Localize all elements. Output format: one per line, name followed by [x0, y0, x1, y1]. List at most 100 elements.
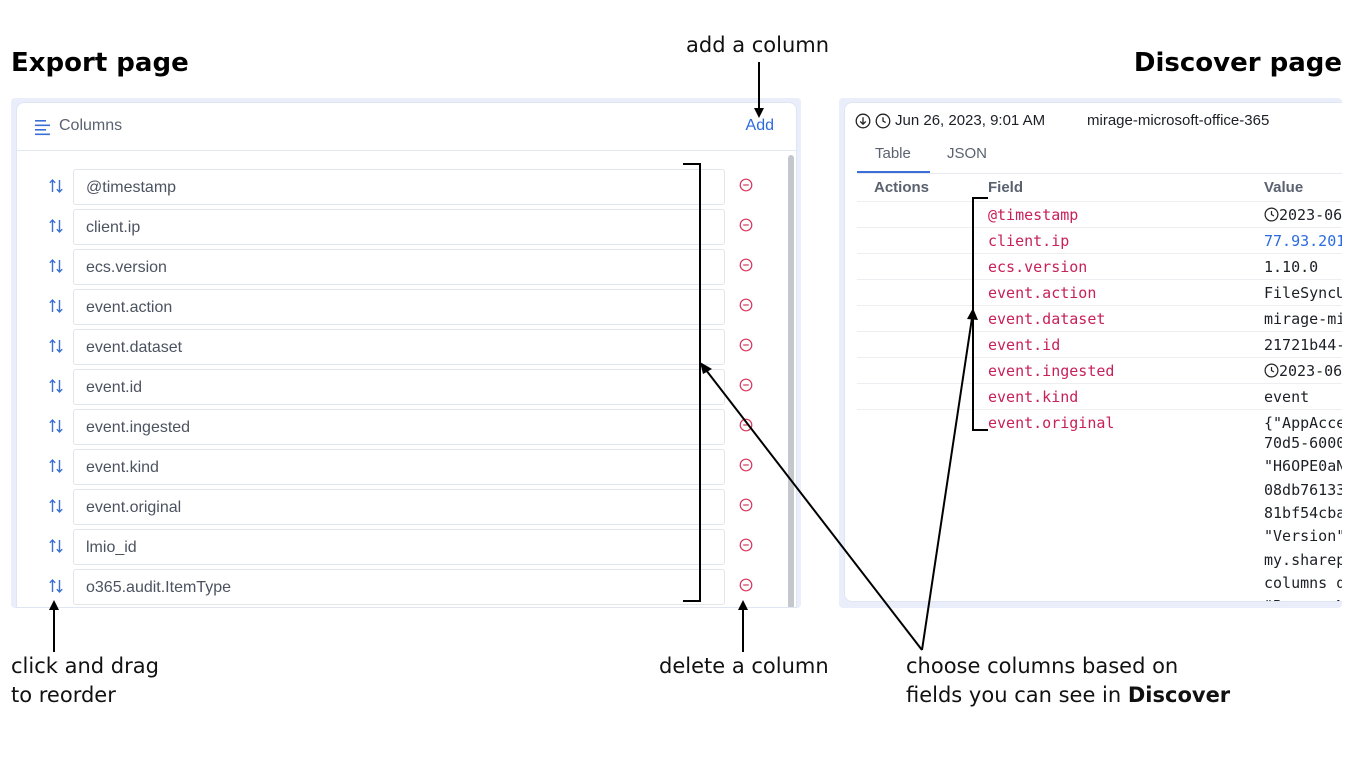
column-name: event.kind — [86, 459, 159, 476]
sort-arrows-icon[interactable] — [47, 377, 65, 395]
sort-arrows-icon[interactable] — [47, 457, 65, 475]
column-name-field[interactable]: event.kind — [73, 449, 725, 485]
field-name: event.dataset — [988, 310, 1106, 328]
scrollbar[interactable] — [787, 155, 795, 607]
sort-arrows-icon[interactable] — [47, 257, 65, 275]
original-value-line: "BrowserN — [1264, 595, 1342, 601]
tab-json[interactable]: JSON — [947, 145, 988, 162]
original-value-line: "H6OPE0aN — [1264, 457, 1342, 476]
document-source: mirage-microsoft-office-365 — [1087, 112, 1270, 129]
minus-circle-icon[interactable] — [739, 218, 753, 232]
field-value-text: 2023-06 — [1279, 206, 1342, 224]
choose-annotation-line2: fields you can see in Discover — [906, 681, 1230, 710]
field-value: 2023-06 — [1264, 362, 1342, 380]
header-value: Value — [1264, 179, 1304, 196]
reorder-annotation: click and drag to reorder — [11, 652, 159, 710]
minus-circle-icon[interactable] — [739, 538, 753, 552]
column-name: lmio_id — [86, 539, 137, 556]
tab-table[interactable]: Table — [875, 145, 911, 162]
field-value: FileSyncU — [1264, 284, 1342, 302]
column-row: event.kind — [17, 449, 777, 487]
column-name-field[interactable]: o365.audit.ItemType — [73, 569, 725, 605]
clock-icon — [1264, 207, 1279, 222]
sort-arrows-icon[interactable] — [47, 297, 65, 315]
field-value: 1.10.0 — [1264, 258, 1319, 276]
field-value: {"AppAcce — [1264, 414, 1342, 432]
expand-down-icon[interactable] — [855, 113, 871, 129]
field-name: client.ip — [988, 232, 1070, 250]
minus-circle-icon[interactable] — [739, 298, 753, 312]
original-value-line: columns d — [1264, 573, 1342, 592]
sort-arrows-icon[interactable] — [47, 537, 65, 555]
field-value[interactable]: 77.93.201 — [1264, 232, 1342, 250]
add-column-annotation: add a column — [686, 33, 830, 57]
field-row: event.dataset mirage-mi — [857, 305, 1342, 331]
column-name: event.ingested — [86, 419, 191, 436]
original-value-line: "Version" — [1264, 527, 1342, 546]
column-row: o365.audit.ItemType — [17, 569, 777, 607]
active-tab-indicator — [857, 171, 930, 173]
minus-circle-icon[interactable] — [739, 178, 753, 192]
column-name: event.action — [86, 299, 173, 316]
original-value-line: 81bf54cba — [1264, 503, 1342, 522]
column-row: event.original — [17, 489, 777, 527]
minus-circle-icon[interactable] — [739, 498, 753, 512]
document-card: Jun 26, 2023, 9:01 AM mirage-microsoft-o… — [844, 102, 1342, 602]
column-name-field[interactable]: lmio_id — [73, 529, 725, 565]
field-name: event.original — [988, 414, 1115, 432]
column-name-field[interactable]: event.id — [73, 369, 725, 405]
column-row: event.dataset — [17, 329, 777, 367]
column-name-field[interactable]: event.original — [73, 489, 725, 525]
minus-circle-icon[interactable] — [739, 338, 753, 352]
minus-circle-icon[interactable] — [739, 578, 753, 592]
sort-arrows-icon[interactable] — [47, 337, 65, 355]
column-row: event.action — [17, 289, 777, 327]
column-name: client.ip — [86, 219, 141, 236]
field-name: event.ingested — [988, 362, 1115, 380]
column-row: @timestamp — [17, 169, 777, 207]
column-name-field[interactable]: event.action — [73, 289, 725, 325]
column-row: lmio_id — [17, 529, 777, 567]
minus-circle-icon[interactable] — [739, 378, 753, 392]
sort-arrows-icon[interactable] — [47, 497, 65, 515]
discover-page-heading: Discover page — [1133, 48, 1342, 78]
column-name: o365.audit.ItemType — [86, 579, 231, 596]
clock-icon — [1264, 363, 1279, 378]
column-name-field[interactable]: ecs.version — [73, 249, 725, 285]
document-tabs: Table JSON — [857, 141, 1337, 173]
discover-panel: Jun 26, 2023, 9:01 AM mirage-microsoft-o… — [839, 98, 1342, 608]
minus-circle-icon[interactable] — [739, 418, 753, 432]
column-name-field[interactable]: @timestamp — [73, 169, 725, 205]
field-value: mirage-mi — [1264, 310, 1342, 328]
field-row: event.id 21721b44- — [857, 331, 1342, 357]
field-name: event.id — [988, 336, 1061, 354]
field-name: @timestamp — [988, 206, 1079, 224]
original-value-line: my.sharep — [1264, 550, 1342, 569]
column-name-field[interactable]: event.ingested — [73, 409, 725, 445]
sort-arrows-icon[interactable] — [47, 177, 65, 195]
column-name: event.original — [86, 499, 182, 516]
column-name-field[interactable]: event.dataset — [73, 329, 725, 365]
list-icon — [35, 120, 50, 136]
minus-circle-icon[interactable] — [739, 458, 753, 472]
column-name: @timestamp — [86, 179, 177, 196]
sort-arrows-icon[interactable] — [47, 577, 65, 595]
document-timestamp: Jun 26, 2023, 9:01 AM — [895, 112, 1046, 129]
column-row: event.id — [17, 369, 777, 407]
column-name-field[interactable]: client.ip — [73, 209, 725, 245]
choose-annotation-discover: Discover — [1127, 683, 1231, 707]
sort-arrows-icon[interactable] — [47, 417, 65, 435]
minus-circle-icon[interactable] — [739, 258, 753, 272]
field-row: client.ip 77.93.201 — [857, 227, 1342, 253]
add-column-button[interactable]: Add — [745, 117, 774, 134]
column-row: ecs.version — [17, 249, 777, 287]
scrollbar-thumb[interactable] — [788, 155, 794, 607]
tabs-divider — [857, 173, 1342, 174]
sort-arrows-icon[interactable] — [47, 217, 65, 235]
field-value: 21721b44- — [1264, 336, 1342, 354]
